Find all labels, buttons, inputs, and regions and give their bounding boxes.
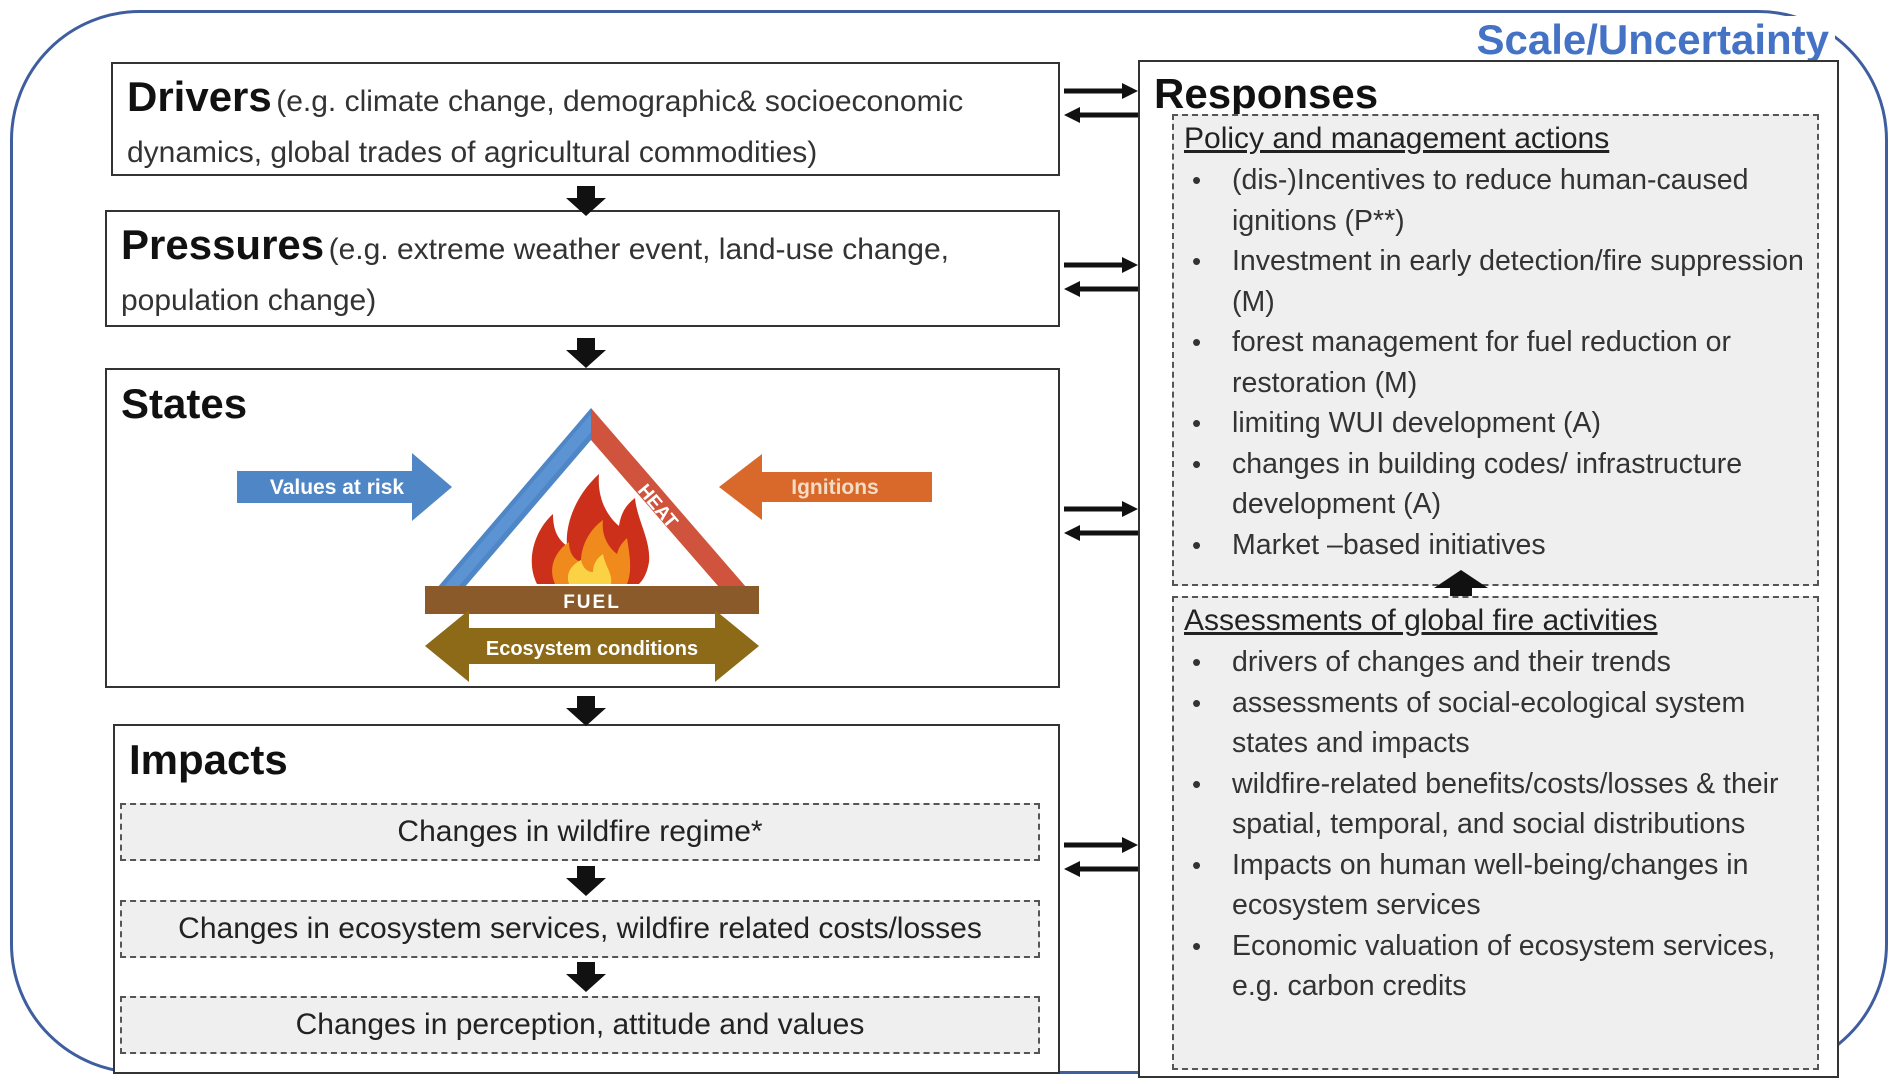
values-at-risk-arrow: Values at risk xyxy=(237,453,452,521)
responses-title: Responses xyxy=(1154,70,1379,117)
list-item: Impacts on human well-being/changes in e… xyxy=(1184,845,1807,926)
list-item: Economic valuation of ecosystem services… xyxy=(1184,926,1807,1007)
list-item: limiting WUI development (A) xyxy=(1184,403,1807,444)
assessments-heading: Assessments of global fire activities xyxy=(1184,604,1658,637)
list-item: Investment in early detection/fire suppr… xyxy=(1184,241,1807,322)
fire-triangle-diagram: Values at risk Ignitions FUEL OXYGEN HEA… xyxy=(237,408,932,682)
ecosystem-conditions-arrow: Ecosystem conditions xyxy=(425,610,759,682)
up-arrow-assessments-policy xyxy=(1434,570,1488,608)
states-title: States xyxy=(121,380,248,427)
drivers-title: Drivers xyxy=(127,73,272,120)
values-at-risk-label: Values at risk xyxy=(270,476,405,499)
impact-ecosystem-services: Changes in ecosystem services, wildfire … xyxy=(120,900,1040,958)
drivers-description: (e.g. climate change, demographic& socio… xyxy=(127,85,964,169)
fuel-base xyxy=(425,586,759,614)
exchange-arrows-pressures xyxy=(1064,257,1138,297)
policy-actions-heading: Policy and management actions xyxy=(1184,122,1610,155)
impact-wildfire-regime: Changes in wildfire regime* xyxy=(120,803,1040,861)
down-arrow-impact-2-3 xyxy=(566,962,606,992)
list-item: changes in building codes/ infrastructur… xyxy=(1184,444,1807,525)
ecosystem-conditions-label: Ecosystem conditions xyxy=(486,638,698,660)
responses-box: Responses Policy and management actions … xyxy=(1138,60,1839,1078)
policy-actions-box: Policy and management actions (dis-)Ince… xyxy=(1172,114,1819,586)
list-item: Market –based initiatives xyxy=(1184,525,1807,566)
exchange-arrows-states xyxy=(1064,501,1138,541)
exchange-arrows-drivers xyxy=(1064,83,1138,123)
list-item: wildfire-related benefits/costs/losses &… xyxy=(1184,764,1807,845)
fuel-label: FUEL xyxy=(563,592,621,613)
down-arrow-states-impacts xyxy=(566,696,606,726)
flame-icon xyxy=(531,474,650,584)
impacts-title: Impacts xyxy=(129,736,288,783)
policy-actions-list: (dis-)Incentives to reduce human-caused … xyxy=(1184,160,1807,565)
down-arrow-impact-1-2 xyxy=(566,866,606,896)
pressures-title: Pressures xyxy=(121,221,325,268)
list-item: assessments of social-ecological system … xyxy=(1184,683,1807,764)
exchange-arrows-impacts xyxy=(1064,837,1138,877)
impact-perception: Changes in perception, attitude and valu… xyxy=(120,996,1040,1054)
assessments-box: Assessments of global fire activities dr… xyxy=(1172,596,1819,1070)
pressures-box: Pressures (e.g. extreme weather event, l… xyxy=(105,210,1060,327)
states-box: States Values at risk Ignitions FUEL OXY… xyxy=(105,368,1060,688)
drivers-box: Drivers (e.g. climate change, demographi… xyxy=(111,62,1060,176)
down-arrow-drivers-pressures xyxy=(566,186,606,216)
scale-uncertainty-label: Scale/Uncertainty xyxy=(1470,16,1835,64)
oxygen-side xyxy=(425,408,591,602)
list-item: forest management for fuel reduction or … xyxy=(1184,322,1807,403)
list-item: (dis-)Incentives to reduce human-caused … xyxy=(1184,160,1807,241)
list-item: drivers of changes and their trends xyxy=(1184,642,1807,683)
assessments-list: drivers of changes and their trends asse… xyxy=(1184,642,1807,1007)
down-arrow-pressures-states xyxy=(566,338,606,368)
ignitions-arrow: Ignitions xyxy=(719,454,932,520)
pressures-description: (e.g. extreme weather event, land-use ch… xyxy=(121,233,949,317)
impacts-box: Impacts Changes in wildfire regime* Chan… xyxy=(113,724,1060,1074)
ignitions-label: Ignitions xyxy=(791,476,879,499)
heat-side xyxy=(591,408,759,602)
